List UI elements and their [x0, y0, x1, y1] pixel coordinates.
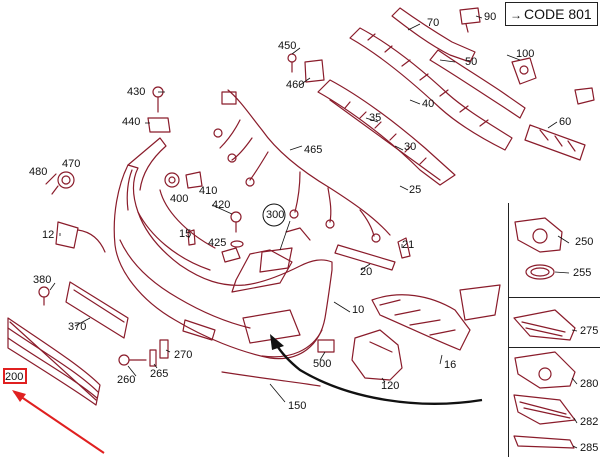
grille-insert-275-part[interactable] [513, 309, 576, 341]
part-label-270[interactable]: 270 [174, 349, 193, 361]
part-label-430[interactable]: 430 [127, 86, 146, 98]
part-label-280[interactable]: 280 [580, 378, 599, 390]
sensor-470-part[interactable] [45, 171, 75, 195]
part-label-50[interactable]: 50 [465, 56, 478, 68]
part-label-260[interactable]: 260 [117, 374, 136, 386]
part-label-470[interactable]: 470 [62, 158, 81, 170]
part-label-40[interactable]: 40 [422, 98, 435, 110]
ring-255-part[interactable] [525, 264, 555, 280]
sensor-holder-300-part[interactable] [259, 227, 311, 273]
part-label-120[interactable]: 120 [381, 380, 400, 392]
part-label-60[interactable]: 60 [559, 116, 572, 128]
bolt-260-part[interactable] [118, 354, 147, 366]
part-label-255[interactable]: 255 [573, 267, 592, 279]
part-label-70[interactable]: 70 [427, 17, 440, 29]
clip-270-part[interactable] [159, 339, 169, 359]
part-label-282[interactable]: 282 [580, 416, 599, 428]
part-label-200[interactable]: 200 [5, 371, 24, 383]
clip-440-part[interactable] [147, 117, 171, 133]
bumper-cover-part[interactable] [113, 137, 333, 360]
panel-divider [508, 347, 600, 348]
part-label-425[interactable]: 425 [208, 237, 227, 249]
part-label-21[interactable]: 21 [402, 239, 415, 251]
panel-divider [508, 297, 600, 298]
part-label-275[interactable]: 275 [580, 325, 599, 337]
part-label-30[interactable]: 30 [404, 141, 417, 153]
clip-500-part[interactable] [317, 339, 335, 353]
part-label-440[interactable]: 440 [122, 116, 141, 128]
side-grille-part[interactable] [371, 284, 501, 351]
curved-arrow-icon [274, 343, 483, 405]
part-label-20[interactable]: 20 [360, 266, 373, 278]
part-label-370[interactable]: 370 [68, 321, 87, 333]
part-label-500[interactable]: 500 [313, 358, 332, 370]
part-label-380[interactable]: 380 [33, 274, 52, 286]
part-label-410[interactable]: 410 [199, 185, 218, 197]
code-label: CODE 801 [524, 6, 592, 22]
trim-strip-20-part[interactable] [334, 244, 396, 271]
part-label-250[interactable]: 250 [575, 236, 594, 248]
grille-part[interactable] [7, 317, 101, 406]
bracket-12-part[interactable] [55, 221, 106, 253]
part-label-465[interactable]: 465 [304, 144, 323, 156]
fog-lamp-bezel-250-part[interactable] [514, 217, 563, 253]
part-label-16[interactable]: 16 [444, 359, 457, 371]
bolt-430-part[interactable] [152, 86, 164, 113]
sensor-400-part[interactable] [164, 172, 180, 188]
callout-300-circle [262, 203, 286, 227]
arrow-right-icon: → [510, 8, 522, 22]
part-label-285[interactable]: 285 [580, 442, 599, 454]
grille-282-part[interactable] [513, 394, 576, 425]
part-label-420[interactable]: 420 [212, 199, 231, 211]
trim-strip-part[interactable] [65, 281, 129, 339]
clip-15-part[interactable] [187, 229, 196, 246]
part-label-265[interactable]: 265 [150, 368, 169, 380]
red-arrow-icon [13, 391, 105, 454]
clip-21-part[interactable] [397, 237, 411, 259]
curved-arrow-head-icon [270, 334, 284, 350]
part-label-150[interactable]: 150 [288, 400, 307, 412]
part-label-25[interactable]: 25 [409, 184, 422, 196]
bolt-380-part[interactable] [38, 286, 50, 306]
part-label-450[interactable]: 450 [278, 40, 297, 52]
part-label-460[interactable]: 460 [286, 79, 305, 91]
seal-150-part[interactable] [221, 371, 321, 387]
bracket-100b-part[interactable] [574, 87, 595, 105]
wiring-harness-part[interactable] [213, 89, 391, 243]
red-arrow-head-icon [12, 390, 26, 402]
clip-265-part[interactable] [149, 349, 157, 367]
trim-285-part[interactable] [513, 435, 575, 449]
part-label-400[interactable]: 400 [170, 193, 189, 205]
impact-absorber-part[interactable] [317, 7, 586, 186]
part-label-480[interactable]: 480 [29, 166, 48, 178]
part-label-90[interactable]: 90 [484, 11, 497, 23]
part-label-300[interactable]: 300 [266, 209, 285, 221]
bracket-100-part[interactable] [511, 57, 537, 85]
part-label-35[interactable]: 35 [369, 112, 382, 124]
variant-panel [508, 203, 600, 457]
bracket-460-part[interactable] [304, 59, 325, 83]
bolt-420-part[interactable] [230, 211, 242, 233]
bezel-280-part[interactable] [514, 351, 576, 389]
part-label-100[interactable]: 100 [516, 48, 535, 60]
highlight-box [3, 368, 27, 384]
part-label-12[interactable]: 12 [42, 229, 55, 241]
code-label-box: →CODE 801 [505, 2, 598, 26]
air-duct-part[interactable] [351, 329, 403, 381]
washer-425-part[interactable] [230, 240, 244, 248]
holder-410-part[interactable] [185, 171, 203, 189]
part-label-10[interactable]: 10 [352, 304, 365, 316]
bracket-90-part[interactable] [459, 7, 481, 33]
part-label-15[interactable]: 15 [179, 228, 192, 240]
bolt-450-part[interactable] [287, 53, 297, 73]
